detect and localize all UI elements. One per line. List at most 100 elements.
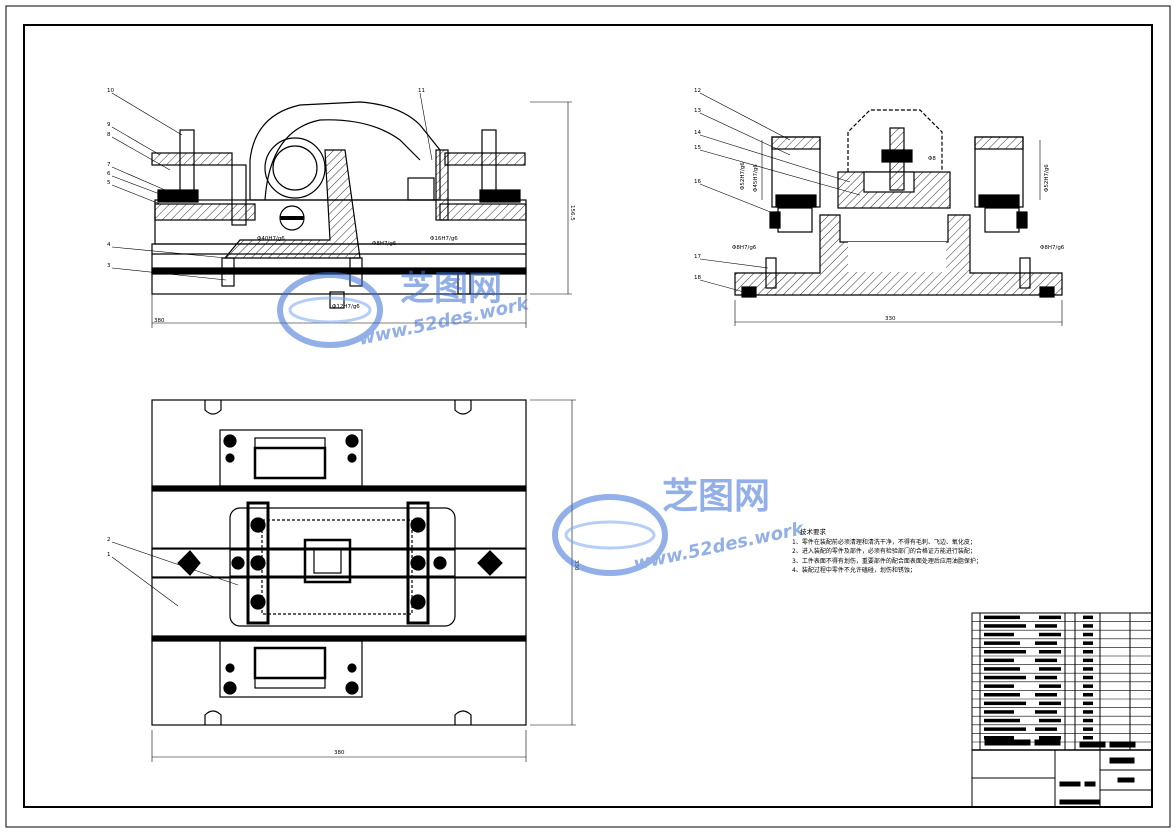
front-right-clamp-bar xyxy=(444,152,526,166)
title-block-cell xyxy=(1039,701,1061,706)
front-leader-5: 5 xyxy=(107,180,111,186)
front-leader-7: 7 xyxy=(107,162,111,168)
title-block-cell xyxy=(1083,701,1093,706)
title-block-cell xyxy=(984,710,1014,714)
watermark-url-2: www.52des.work xyxy=(632,518,807,575)
technical-requirements: 技术要求 1、零件在装配前必须清理和清洗干净，不得有毛刺、飞边、氧化皮； 2、进… xyxy=(792,528,1052,576)
title-block-frame xyxy=(971,612,1153,808)
side-leader-13: 13 xyxy=(694,108,701,114)
top-view xyxy=(111,399,576,762)
title-block-cell xyxy=(1035,693,1057,697)
title-block-cell xyxy=(1039,667,1061,671)
front-right-block xyxy=(407,177,435,201)
title-block-cell xyxy=(1083,615,1093,620)
title-block-cell xyxy=(1039,736,1061,740)
top-right-bar xyxy=(406,501,430,625)
front-left-stud xyxy=(231,164,247,226)
title-block-cell xyxy=(1083,632,1093,637)
title-block-cell xyxy=(1083,675,1093,680)
side-stud-left xyxy=(765,257,777,289)
front-dim-width: 380 xyxy=(154,318,165,324)
front-bore-inner xyxy=(272,145,318,191)
front-bore-outer xyxy=(264,137,326,199)
front-fit-bottom: Φ12H7/g6 xyxy=(332,304,360,310)
title-block-cell xyxy=(984,641,1020,645)
side-fit-left: Φ8H7/g6 xyxy=(732,245,757,251)
front-dim-height: 156.5 xyxy=(569,205,575,221)
side-right-knob xyxy=(984,207,1020,233)
front-left-clamp-bar xyxy=(151,152,233,166)
title-block-cell xyxy=(984,701,1026,706)
top-upper-clamp xyxy=(219,429,363,487)
title-block-cell xyxy=(984,675,1026,680)
title-block-cell xyxy=(984,727,1026,731)
inner-frame xyxy=(23,24,1153,808)
title-block-cell xyxy=(1083,650,1093,654)
front-leader-4: 4 xyxy=(107,242,111,248)
side-leader-18: 18 xyxy=(694,275,701,281)
front-fit-right: Φ8H7/g6 xyxy=(372,241,397,247)
tech-notes-title: 技术要求 xyxy=(800,528,826,536)
front-pin-right xyxy=(457,271,471,295)
title-block-cell xyxy=(1035,727,1057,731)
title-block-cell xyxy=(984,693,1020,697)
title-block-cell xyxy=(984,624,1026,628)
top-left-bar xyxy=(246,501,270,625)
title-block-cell xyxy=(984,667,1020,671)
title-block-cell xyxy=(984,684,1014,688)
title-block-cell xyxy=(984,615,1020,620)
title-block-cell xyxy=(1083,667,1093,671)
title-block-cell xyxy=(1083,641,1093,645)
side-leader-12: 12 xyxy=(694,88,701,94)
watermark-globe-icon-2 xyxy=(552,494,668,576)
front-fit-left: Φ40H7/g6 xyxy=(257,236,285,242)
title-block-cell xyxy=(1035,624,1057,628)
title-block-cell xyxy=(984,632,1014,637)
tech-note-item: 4、装配过程中零件不允许磕碰，划伤和锈蚀； xyxy=(792,567,916,574)
front-leader-8: 8 xyxy=(107,132,111,138)
title-block-cell xyxy=(1083,710,1093,714)
side-leader-16: 16 xyxy=(694,179,701,185)
front-right-stud xyxy=(435,149,449,221)
tech-note-item: 2、进入装配的零件及部件，必须有检验部门的合格证方能进行装配； xyxy=(792,548,976,555)
front-leader-9: 9 xyxy=(107,122,111,128)
title-block-cell xyxy=(1039,650,1061,654)
front-pin-mid xyxy=(349,257,363,287)
title-block-cell xyxy=(1035,658,1057,663)
front-fit-center: Φ16H7/g6 xyxy=(430,236,458,242)
title-block-cell xyxy=(1083,736,1093,740)
front-pin-left xyxy=(221,257,235,287)
title-block xyxy=(971,612,1153,808)
title-block-cell xyxy=(1083,727,1093,731)
title-block-cell xyxy=(1083,693,1093,697)
top-lower-clamp xyxy=(219,640,363,698)
title-block-cell xyxy=(1039,615,1061,620)
title-block-cell xyxy=(1035,675,1057,680)
side-dim-small: Φ8 xyxy=(928,156,936,162)
watermark-2: 芝图网 www.52des.work xyxy=(552,476,807,576)
front-view xyxy=(111,92,572,328)
title-block-cell xyxy=(1083,624,1093,628)
side-housing-outline xyxy=(847,109,943,172)
outer-frame xyxy=(5,5,1171,828)
top-right-lug xyxy=(477,550,503,576)
side-view xyxy=(699,92,1063,326)
side-fit-right: Φ8H7/g6 xyxy=(1040,245,1065,251)
side-leader-17: 17 xyxy=(694,254,701,260)
side-dia-left-inner: Φ45H7/g6 xyxy=(753,164,759,192)
watermark-globe-icon xyxy=(277,272,383,348)
watermark-brand: 芝图网 xyxy=(400,269,502,309)
title-block-cell xyxy=(984,736,1014,740)
side-dia-left: Φ52H7/g6 xyxy=(740,162,746,190)
side-dim-width: 330 xyxy=(885,316,896,322)
title-block-cell xyxy=(1039,718,1061,723)
top-left-lug xyxy=(177,550,201,576)
title-block-cell xyxy=(984,650,1026,654)
top-dim-width: 380 xyxy=(334,750,345,756)
front-leader-3: 3 xyxy=(107,263,111,269)
front-leader-6: 6 xyxy=(107,171,111,177)
front-leader-10: 10 xyxy=(107,88,114,94)
title-block-cell xyxy=(984,658,1014,663)
tech-note-item: 1、零件在装配前必须清理和清洗干净，不得有毛刺、飞边、氧化皮； xyxy=(792,538,976,546)
title-block-cell xyxy=(1083,658,1093,663)
